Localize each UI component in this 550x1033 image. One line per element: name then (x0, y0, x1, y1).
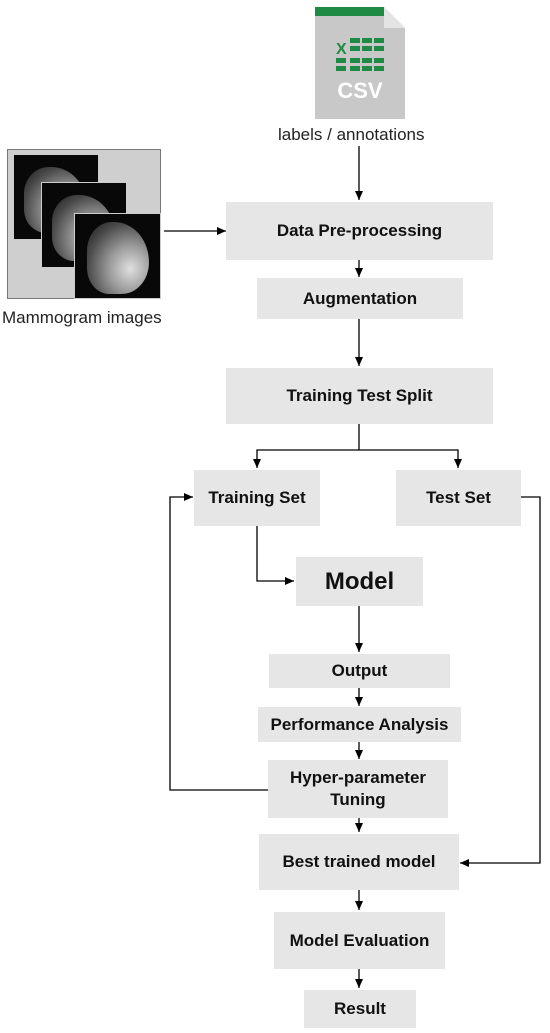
mammogram-images-icon (7, 149, 161, 299)
model-box: Model (296, 557, 423, 606)
hyperparameter-tuning-box: Hyper-parameter Tuning (268, 760, 448, 818)
result-box: Result (304, 990, 416, 1028)
training-test-split-box: Training Test Split (226, 368, 493, 424)
svg-text:X: X (336, 41, 347, 58)
mammogram-caption: Mammogram images (2, 308, 162, 327)
test-set-box: Test Set (396, 470, 521, 526)
arrow-tuning-to-training (169, 493, 268, 791)
arrow-split-to-training (253, 449, 359, 468)
performance-analysis-box: Performance Analysis (258, 707, 461, 742)
hyperparameter-tuning-line1: Hyper-parameter (289, 768, 427, 787)
csv-icon-label: CSV (337, 78, 383, 103)
arrow-split-to-test (359, 449, 462, 468)
output-box: Output (269, 654, 450, 688)
hyperparameter-tuning-line2: Tuning (330, 790, 386, 809)
csv-file-icon: X (314, 6, 406, 120)
data-preprocessing-box: Data Pre-processing (226, 202, 493, 260)
arrow-training-to-model (256, 526, 294, 585)
csv-caption: labels / annotations (278, 125, 425, 144)
model-evaluation-box: Model Evaluation (274, 912, 445, 969)
training-set-box: Training Set (194, 470, 320, 526)
arrow-test-to-best (460, 496, 541, 867)
augmentation-box: Augmentation (257, 278, 463, 319)
mammogram-frame-front (74, 213, 161, 299)
best-trained-model-box: Best trained model (259, 834, 459, 890)
